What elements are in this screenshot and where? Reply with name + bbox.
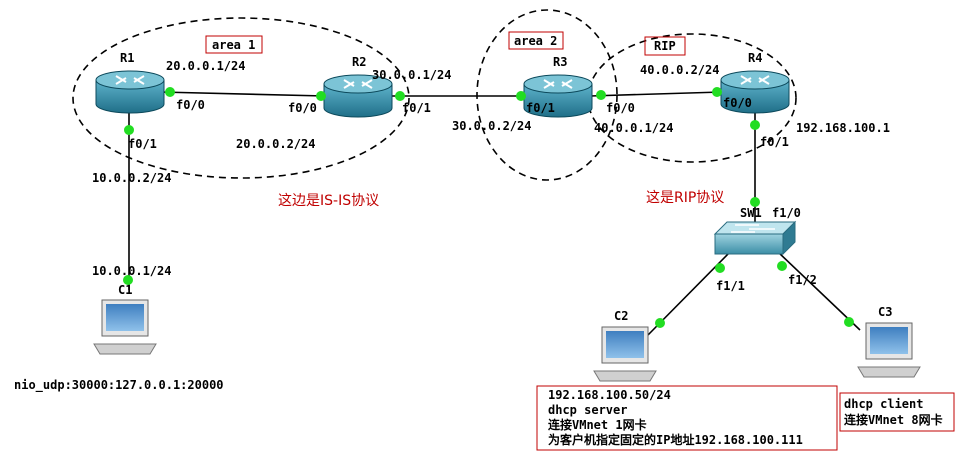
isis-note: 这边是IS-IS协议 [278,192,379,209]
addr-r1-c1-c1: 10.0.0.1/24 [92,264,171,278]
monitor-icon [606,331,644,358]
sw1-f12-label: f1/2 [788,273,817,287]
c2-info-line: dhcp server [548,403,627,417]
r1-f00-label: f0/0 [176,98,205,112]
port-dot [123,275,133,285]
area1-label: area 1 [212,38,255,52]
port-dot [777,261,787,271]
router-r3[interactable] [523,74,593,118]
port-dot [750,197,760,207]
addr-r4-lan: 192.168.100.1 [796,121,890,135]
rip-label-box [644,36,686,56]
link-r3-r4 [589,91,723,97]
r1-f01-label: f0/1 [128,137,157,151]
monitor-icon [870,327,908,354]
r3-f01-label: f0/1 [526,101,555,115]
area2-label-box [508,31,564,50]
router-arrows-icon [543,79,573,89]
c3-info-line: 连接VMnet 8网卡 [844,412,943,427]
link-r1-r2 [159,91,326,97]
port-dot [316,91,326,101]
port-dot [395,91,405,101]
area1-boundary [72,17,410,179]
rip-label: RIP [654,39,676,53]
router-r4[interactable] [720,70,790,114]
r1-label: R1 [120,51,134,65]
r2-f01-label: f0/1 [402,101,431,115]
router-r2[interactable] [323,74,393,118]
switch-arrows-icon [731,224,775,233]
area2-label: area 2 [514,34,557,48]
c3-info-line: dhcp client [844,397,923,411]
port-dot [715,263,725,273]
port-dot [844,317,854,327]
r4-f01-label: f0/1 [760,135,789,149]
port-dot [516,91,526,101]
addr-r1-r2-r2: 20.0.0.2/24 [236,137,315,151]
addr-r1-c1-r1: 10.0.0.2/24 [92,171,171,185]
c2-info-line: 192.168.100.50/24 [548,388,671,402]
r2-label: R2 [352,55,366,69]
addr-r2-r3-r3: 30.0.0.2/24 [452,119,531,133]
pc-c1[interactable] [93,299,157,355]
port-dot [165,87,175,97]
addr-r1-r2-r1: 20.0.0.1/24 [166,59,245,73]
c3-info-box [839,392,955,432]
sw1-label: SW1 [740,206,762,220]
port-dot [712,87,722,97]
c1-nio-label: nio_udp:30000:127.0.0.1:20000 [14,378,224,393]
c2-label: C2 [614,309,628,323]
monitor-icon [106,304,144,331]
pc-c3[interactable] [857,322,921,378]
rip-note: 这是RIP协议 [646,189,724,206]
r3-label: R3 [553,55,567,69]
port-dot [596,90,606,100]
port-dot [655,318,665,328]
switch-sw1[interactable] [713,220,797,256]
c2-info-line: 为客户机指定固定的IP地址192.168.100.111 [548,432,803,447]
c2-info-box [536,385,838,451]
r4-label: R4 [748,51,762,65]
c3-label: C3 [878,305,892,319]
router-arrows-icon [115,75,145,85]
r3-f00-label: f0/0 [606,101,635,115]
area1-label-box [205,35,263,54]
addr-r3-r4-r4: 40.0.0.2/24 [640,63,719,77]
router-r1[interactable] [95,70,165,114]
sw1-f10-label: f1/0 [772,206,801,220]
port-dot [124,125,134,135]
addr-r3-r4-r3: 40.0.0.1/24 [594,121,673,135]
r2-f00-label: f0/0 [288,101,317,115]
link-sw1-c3 [777,251,861,331]
c1-label: C1 [118,283,132,297]
addr-r2-r3-r2: 30.0.0.1/24 [372,68,451,82]
router-arrows-icon [343,79,373,89]
router-arrows-icon [740,75,770,85]
port-dot [750,120,760,130]
r4-f00-label: f0/0 [723,96,752,110]
sw1-f11-label: f1/1 [716,279,745,293]
port-dots [123,87,854,328]
c2-info-line: 连接VMnet 1网卡 [548,417,647,432]
pc-c2[interactable] [593,326,657,382]
